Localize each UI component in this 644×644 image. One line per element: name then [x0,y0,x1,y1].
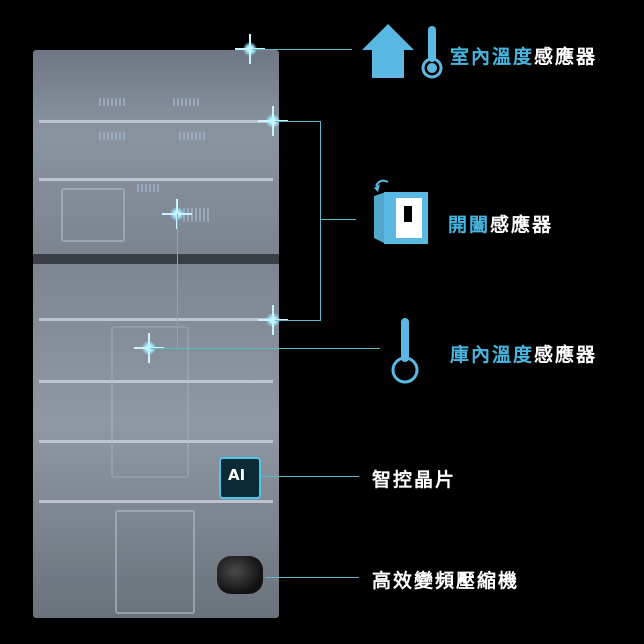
room-temp-sensor-point [235,34,265,64]
vent [99,98,125,106]
connector-line [177,214,178,349]
shelf [39,380,273,383]
connector-line [265,577,359,578]
connector-line [252,49,352,50]
crisper-drawer [115,510,195,614]
door-sensor-label: 開闔感應器 [448,210,553,237]
door-sensor-label-suffix: 感應器 [490,214,554,236]
shelf [39,500,273,503]
house-icon [362,24,414,78]
vent [99,132,125,140]
thermometer-icon [421,26,443,79]
ai-chip-label: 智控晶片 [372,469,457,491]
interior-panel [111,326,189,478]
shelf [39,318,273,321]
vent [179,132,205,140]
refrigerator-upper-compartment [33,50,279,254]
door-open-icon [374,179,428,244]
door-sensor-point-top [258,106,288,136]
connector-line [320,219,356,220]
fridge-temp-sensor-label-prefix: 庫內溫度 [450,344,535,366]
shelf [39,440,273,443]
fridge-temp-sensor-label: 庫內溫度感應器 [450,340,597,367]
door-sensor-label-prefix: 開闔 [448,214,491,236]
fridge-temp-sensor-label-suffix: 感應器 [534,344,598,366]
door-sensor-point-bottom [258,305,288,335]
shelf [39,178,273,181]
connector-line [259,476,359,477]
ai-chip-text: AI [228,466,246,484]
vent [173,98,199,106]
refrigerator-divider [33,254,279,264]
connector-line [275,320,320,321]
ice-tray [61,188,125,242]
room-temp-sensor-label: 室內溫度感應器 [450,42,597,69]
room-temp-sensor-label-suffix: 感應器 [534,46,598,68]
connector-line [275,121,320,122]
vent [183,208,211,222]
compressor-icon [217,556,263,594]
ai-chip-icon: AI [219,457,261,499]
compressor-label: 高效變頻壓縮機 [372,570,520,592]
thermometer-icon [391,318,419,384]
vent [137,184,161,192]
shelf [39,120,273,123]
connector-line [320,121,321,321]
refrigerator [33,50,279,618]
fridge-temp-sensor-point-bottom [134,333,164,363]
connector-line [150,348,380,349]
room-temp-sensor-label-prefix: 室內溫度 [450,46,535,68]
